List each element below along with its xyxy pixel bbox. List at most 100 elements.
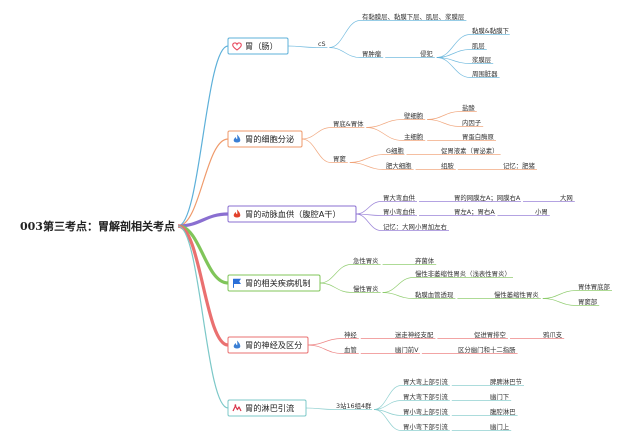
sub-topic[interactable]: 胃大弯下部引流 [401,392,450,401]
sub-topic[interactable]: 内因子 [460,118,484,127]
sub-topic[interactable]: 黏膜&黏膜下 [470,26,510,35]
sub-topic[interactable]: 促进胃排空 [472,330,508,339]
sub-topic[interactable]: 胃大弯血供 [381,193,417,202]
sub-topic[interactable]: cS [316,40,328,48]
sub-link [301,138,332,163]
sub-link [329,20,361,48]
sub-topic[interactable]: 胃肿瘤 [360,49,384,58]
sub-topic-label: 有黏膜层、黏膜下层、肌层、浆膜层 [362,12,465,21]
sub-topic-label: 胃小弯上部引流 [403,407,448,416]
sub-topic-label: 胃底&胃体 [333,119,364,128]
sub-topic[interactable]: 记忆：大网小胃加左右 [381,222,449,231]
sub-topic-label: 急性胃炎 [353,256,379,265]
sub-topic[interactable]: 区分幽门和十二指肠 [456,345,518,354]
sub-topic[interactable]: 壁细胞 [402,111,426,120]
sub-topic[interactable]: 胃小弯下部引流 [401,422,450,431]
branch-box [227,274,321,292]
sub-topic-label: 记忆：大网小胃加左右 [383,222,447,231]
sub-topic[interactable]: 胃大弯上部引流 [401,377,450,386]
root-topic-label: 003第三考点：胃解剖相关考点 [20,219,175,233]
sub-topic-label: 组胺 [441,161,454,170]
sub-topic[interactable]: 慢性萎缩性胃炎 [492,290,541,299]
sub-topic-label: 慢性胃炎 [353,284,379,293]
wave-icon [232,404,242,412]
sub-topic[interactable]: 血管 [342,345,359,354]
sub-topic[interactable]: 腹腔淋巴 [488,407,518,416]
root-topic[interactable]: 003第三考点：胃解剖相关考点 [20,219,175,233]
branch-box [227,399,307,417]
sub-topic[interactable]: 胃底&胃体 [331,119,365,128]
sub-topic[interactable]: 幽门前V [393,345,420,354]
sub-topic-label: 肌层 [472,42,485,50]
sub-topic-label: G细胞 [386,146,404,155]
sub-topic-label: 胃蛋白酶原 [462,132,495,141]
sub-topic[interactable]: 胃左A；胃右A [452,207,496,216]
branch-curve-5 [177,224,229,347]
sub-topic-label: 大网 [560,193,573,202]
sub-topic[interactable]: 主细胞 [402,132,426,141]
sub-topic[interactable]: 有黏膜层、黏膜下层、肌层、浆膜层 [360,12,467,21]
sub-topic[interactable]: 迷走神经支配 [393,330,436,339]
sub-topic[interactable]: 胃蛋白酶原 [460,132,496,141]
sub-topic[interactable]: 黏膜血管透现 [413,290,456,299]
branch-box [227,37,289,55]
branch-topic-1[interactable]: 胃（肠） [227,37,289,55]
sub-topic[interactable]: 盐酸 [460,103,477,112]
sub-topic[interactable]: G细胞 [384,146,405,155]
sub-topic[interactable]: 周围脏器 [470,69,500,78]
sub-topic[interactable]: 侵犯 [418,49,435,58]
sub-topic[interactable]: 肥大细胞 [384,161,414,170]
sub-topic[interactable]: 胃窦部 [576,297,600,306]
sub-topic[interactable]: 小胃 [533,207,550,216]
sub-topic[interactable]: 鸦爪支 [541,330,565,339]
sub-topic-label: 胃窦部 [578,297,598,306]
sub-topic[interactable]: 组胺 [439,161,456,170]
sub-topic[interactable]: 浆膜层 [470,55,494,64]
branch-box [227,336,309,354]
sub-topic[interactable]: 3站16组4群 [334,401,373,410]
sub-topic[interactable]: 慢性非萎缩性胃炎（浅表性胃炎） [413,269,513,278]
branch-topic-5[interactable]: 胃的神经及区分 [227,336,309,354]
sub-link [373,385,402,410]
sub-topic[interactable]: 脾脾淋巴节 [488,377,524,386]
branch-label: 胃的动脉血供（腹腔A干） [245,209,341,219]
sub-topic[interactable]: 慢性胃炎 [351,284,381,293]
sub-topic-label: 区分幽门和十二指肠 [458,345,516,354]
flame-icon [233,340,241,349]
branch-curve-2 [177,138,229,227]
sub-topic[interactable]: 大网 [558,193,575,202]
sub-topic[interactable]: 胃窦 [331,154,348,163]
sub-topic-label: 肥大细胞 [386,161,412,170]
sub-topic-label: 鸦爪支 [543,330,563,339]
sub-topic[interactable]: 弃菌体 [413,256,437,265]
sub-topic[interactable]: 促胃液素（胃泌素） [439,146,501,155]
sub-topic[interactable]: 胃体胃底部 [576,282,612,291]
flame-icon [233,209,241,218]
sub-topic-label: 腹腔淋巴 [490,407,516,416]
sub-topic[interactable]: 记忆：肥猪 [501,161,537,170]
sub-topic-label: 主细胞 [404,132,424,141]
branch-box [227,130,303,148]
sub-link [287,45,317,48]
sub-topic[interactable]: 急性胃炎 [351,256,381,265]
sub-topic[interactable]: 幽门下 [488,392,512,401]
sub-topic[interactable]: 胃小弯上部引流 [401,407,450,416]
sub-topic-label: 3站16组4群 [336,401,372,410]
branch-topic-3[interactable]: 胃的动脉血供（腹腔A干） [227,205,357,223]
sub-topic[interactable]: 幽门上 [488,422,512,431]
sub-topic[interactable]: 胃小弯血供 [381,207,417,216]
sub-link [319,282,352,293]
sub-topic-label: 弃菌体 [415,256,435,265]
sub-topic[interactable]: 胃的网膜左A；网膜右A [452,193,522,202]
heart-icon [232,42,242,51]
branch-topic-2[interactable]: 胃的细胞分泌 [227,130,303,148]
branch-topic-6[interactable]: 胃的淋巴引流 [227,399,307,417]
sub-link [436,57,471,78]
sub-topic-label: 记忆：肥猪 [503,161,536,170]
sub-link [382,277,414,293]
sub-topic-label: 胃窦 [333,154,346,163]
sub-topic[interactable]: 神经 [342,330,359,339]
sub-topic-label: 黏膜血管透现 [415,290,454,299]
sub-topic[interactable]: 肌层 [470,42,487,50]
branch-topic-4[interactable]: 胃的相关疾病机制 [227,274,321,292]
